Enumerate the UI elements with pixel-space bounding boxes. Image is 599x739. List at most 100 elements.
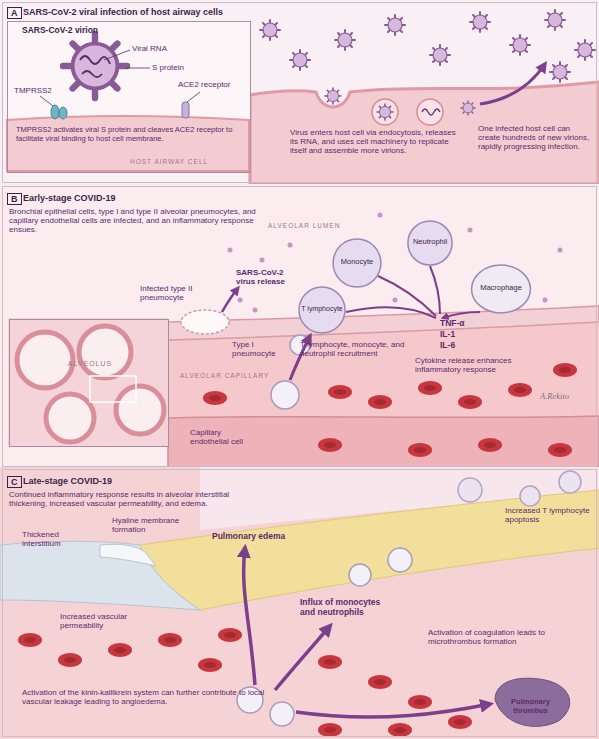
inset-host-cell [7, 116, 249, 171]
panel-b-background [0, 184, 599, 467]
annotation-label: IL-6 [440, 341, 480, 351]
edema-fluid [140, 490, 599, 610]
influx-cells [237, 548, 412, 726]
virion [470, 12, 490, 32]
node-text: Late-stage COVID-19 [23, 476, 323, 486]
red-blood-cell [18, 633, 42, 647]
inset-box: ALVEOLUS [9, 319, 169, 447]
virion [430, 45, 450, 65]
cell-circle: T lymphocyte [297, 285, 347, 335]
annotation-label: Cytokine release enhances inflammatory r… [415, 356, 525, 374]
red-blood-cell [58, 653, 82, 667]
annotation-label: S protein [152, 63, 202, 72]
t-lymphocyte [458, 478, 482, 502]
docking-virion [325, 88, 341, 104]
node-text: Bronchial epithelial cells, type I and t… [9, 207, 264, 235]
virus-dot [228, 248, 233, 253]
edema-arrow [244, 548, 255, 685]
red-blood-cell [408, 443, 432, 457]
annotation-label: ACE2 receptor [178, 80, 243, 89]
red-blood-cell [368, 675, 392, 689]
release-arrow [480, 64, 545, 104]
hyaline-membrane [100, 544, 156, 566]
endosome [372, 99, 398, 125]
node-text: C [7, 476, 22, 488]
virus-dot [543, 298, 548, 303]
leukocyte [388, 548, 412, 572]
cell-circle: Monocyte [331, 237, 383, 289]
annotation-label: Type I pneumocyte [232, 340, 287, 358]
node-text: ALVEOLUS [60, 360, 120, 368]
thrombus-arrow [296, 704, 490, 717]
virus-particles [228, 213, 563, 313]
leukocyte [270, 702, 294, 726]
release-arrow [222, 288, 238, 312]
node-text: Early-stage COVID-19 [23, 193, 323, 203]
annotation-label: Viral RNA [132, 44, 182, 53]
alveolus-inset-background [8, 318, 168, 446]
red-blood-cell [218, 628, 242, 642]
endosome [417, 99, 443, 125]
node-text: A [7, 7, 22, 19]
t-lymphocyte [559, 471, 581, 493]
virion [260, 20, 280, 40]
thickened-interstitium [0, 541, 200, 610]
red-blood-cell [198, 658, 222, 672]
alveolus-sac [46, 394, 94, 442]
annotation-label: One infected host cell can create hundre… [478, 124, 593, 152]
annotation-label: A.Rekito [540, 392, 590, 402]
annotation-label: HOST AIRWAY CELL [130, 158, 245, 165]
infected-pneumocyte [181, 310, 229, 334]
influx-arrow [275, 626, 330, 690]
large-virion [63, 34, 127, 98]
red-blood-cell [508, 383, 532, 397]
red-blood-cell [318, 438, 342, 452]
annotation-label: ALVEOLAR LUMEN [268, 222, 368, 229]
annotation-label: Pulmonary edema [212, 532, 302, 542]
red-blood-cell [108, 643, 132, 657]
annotation-label: Infected type II pneumocyte [140, 284, 202, 302]
node-text: SARS-CoV-2 viral infection of host airwa… [23, 7, 343, 17]
node-text: Neutrophil [406, 238, 454, 247]
virus-dot [253, 308, 258, 313]
virion [550, 62, 570, 82]
red-blood-cell [553, 363, 577, 377]
red-blood-cell [478, 438, 502, 452]
cell-circle: Neutrophil [406, 219, 454, 267]
viral-rna [422, 109, 440, 115]
red-blood-cell [458, 395, 482, 409]
panel-a-background [0, 0, 599, 184]
annotation-label: IL-1 [440, 330, 480, 340]
annotation-label: Capillary endothelial cell [190, 428, 260, 446]
capillary [168, 322, 599, 467]
endosome-virion [377, 104, 393, 120]
tmprss2-protein [59, 107, 67, 119]
pulmonary-thrombus [495, 678, 570, 726]
virus-dot [393, 298, 398, 303]
annotation-label: Activation of coagulation leads to micro… [428, 628, 573, 646]
annotation-label: TMPRSS2 [14, 86, 59, 95]
red-blood-cell [408, 695, 432, 709]
alveolus-sac [17, 332, 73, 388]
virion [385, 15, 405, 35]
panel-c-background [0, 467, 599, 739]
annotation-label: Increased T lymphocyte apoptosis [505, 506, 593, 524]
endothelial-layer [168, 416, 599, 467]
virus-dot [468, 228, 473, 233]
virus-dot [558, 248, 563, 253]
leukocyte [349, 564, 371, 586]
node-text: B [7, 193, 22, 205]
cell-circle: Macrophage [469, 263, 533, 315]
annotation-label: Thickened interstitium [22, 530, 84, 548]
node-text: T lymphocyte [297, 305, 347, 313]
zoom-frame [90, 376, 136, 402]
annotation-label: Influx of monocytes and neutrophils [300, 598, 395, 618]
new-virion [461, 101, 475, 115]
red-blood-cell [328, 385, 352, 399]
annotation-label: Hyaline membrane formation [112, 516, 192, 534]
annotation-label: ALVEOLAR CAPILLARY [180, 372, 295, 379]
annotation-label: T lymphocyte, monocyte, and neutrophil r… [300, 340, 410, 358]
host-cell [250, 82, 599, 184]
alveolus-sac [116, 386, 164, 434]
